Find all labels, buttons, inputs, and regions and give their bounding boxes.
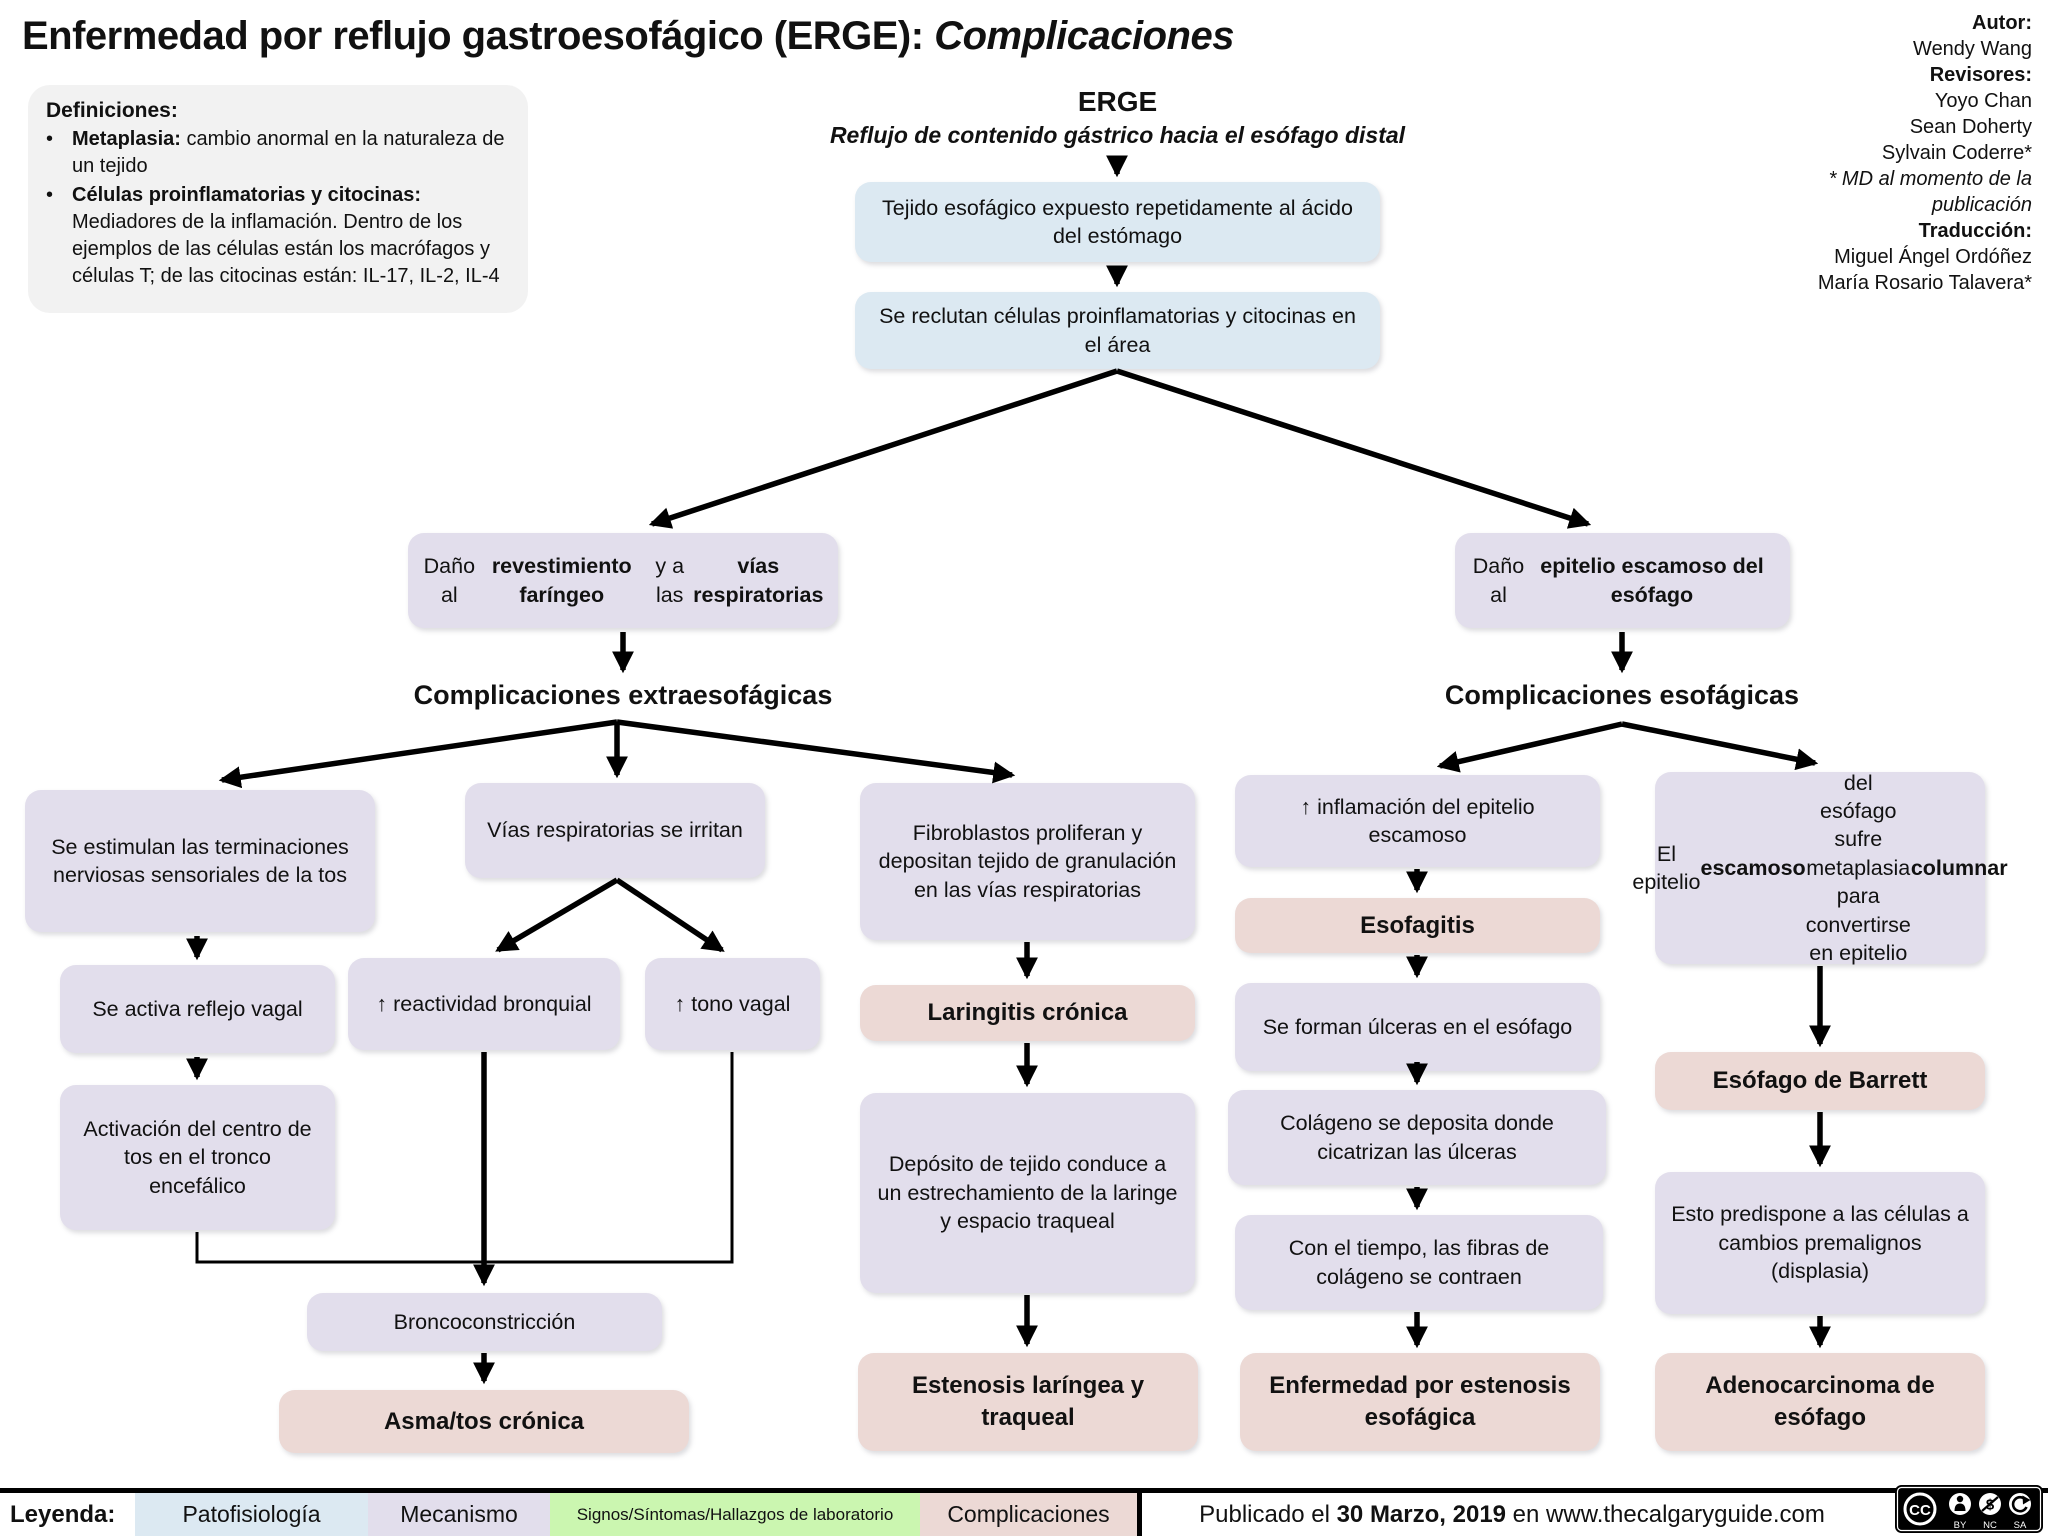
heading-complicaciones-extraesofagicas: Complicaciones extraesofágicas <box>413 680 833 710</box>
definitions-box: Definiciones: • Metaplasia: cambio anorm… <box>28 85 528 313</box>
node-estenosis-esofagica: Enfermedad por estenosis esofágica <box>1240 1353 1600 1451</box>
node-vias-irritan: Vías respiratorias se irritan <box>465 783 765 878</box>
svg-text:NC: NC <box>1983 1520 1997 1531</box>
node-fibroblastos: Fibroblastos proliferan y depositan teji… <box>860 783 1195 940</box>
node-deposito-tejido: Depósito de tejido conduce a un estrecha… <box>860 1093 1195 1293</box>
node-tejido-expuesto: Tejido esofágico expuesto repetidamente … <box>855 182 1380 262</box>
cc-by-nc-sa-badge: CC $ BY NC SA <box>1895 1485 2043 1533</box>
legend-swatch-patofisiologia: Patofisiología <box>135 1493 368 1536</box>
erge-heading: ERGE <box>1077 86 1158 117</box>
node-predispone-displasia: Esto predispone a las células a cambios … <box>1655 1172 1985 1314</box>
node-reclutan-celulas: Se reclutan células proinflamatorias y c… <box>855 292 1380 369</box>
svg-text:SA: SA <box>2014 1520 2027 1531</box>
page-title: Enfermedad por reflujo gastroesofágico (… <box>22 14 1422 59</box>
node-reactividad-bronquial: ↑ reactividad bronquial <box>348 958 620 1050</box>
node-laringitis-cronica: Laringitis crónica <box>860 985 1195 1041</box>
node-broncoconstriccion: Broncoconstricción <box>307 1293 662 1351</box>
node-metaplasia-columnar: El epitelio escamoso del esófago sufre m… <box>1632 770 2008 965</box>
bullet-icon: • <box>46 184 54 206</box>
definition-item: • Células proinflamatorias y citocinas: … <box>46 182 510 290</box>
publication-info: Publicado el 30 Marzo, 2019 en www.theca… <box>1199 1500 1825 1528</box>
page-title-main: Enfermedad por reflujo gastroesofágico (… <box>22 14 935 58</box>
node-ulceras-esofago: Se forman úlceras en el esófago <box>1235 983 1600 1071</box>
definition-text: Células proinflamatorias y citocinas: Me… <box>72 184 500 287</box>
legend-label: Leyenda: <box>10 1500 116 1528</box>
node-esofago-barrett: Esófago de Barrett <box>1655 1052 1985 1110</box>
page-title-italic: Complicaciones <box>934 14 1234 58</box>
definition-text: Metaplasia: cambio anormal en la natural… <box>72 128 505 177</box>
node-fibras-contraen: Con el tiempo, las fibras de colágeno se… <box>1235 1215 1603 1310</box>
node-adenocarcinoma: Adenocarcinoma de esófago <box>1655 1353 1985 1451</box>
legend-swatch-complicaciones: Complicaciones <box>920 1493 1137 1536</box>
node-dano-epitelio: Daño al epitelio escamoso del esófago <box>1455 533 1790 628</box>
cc-logo: CC <box>1909 1502 1931 1519</box>
legend-top-border <box>0 1488 2048 1493</box>
node-tono-vagal: ↑ tono vagal <box>645 958 820 1050</box>
node-colageno-deposita: Colágeno se deposita donde cicatrizan la… <box>1228 1090 1606 1185</box>
node-asma-tos-cronica: Asma/tos crónica <box>279 1390 689 1453</box>
legend-swatch-mecanismo: Mecanismo <box>368 1493 550 1536</box>
node-inflamacion-epitelio: ↑ inflamación del epitelio escamoso <box>1235 775 1600 867</box>
node-estenosis-laringea: Estenosis laríngea y traqueal <box>858 1353 1198 1451</box>
cc-nc-icon: $ <box>1979 1493 2001 1515</box>
node-esofagitis: Esofagitis <box>1235 898 1600 953</box>
heading-complicaciones-esofagicas: Complicaciones esofágicas <box>1444 680 1800 710</box>
node-estimulan-terminaciones: Se estimulan las terminaciones nerviosas… <box>25 790 375 932</box>
node-reflejo-vagal: Se activa reflejo vagal <box>60 965 335 1053</box>
svg-text:BY: BY <box>1954 1520 1967 1531</box>
legend-divider <box>1137 1493 1142 1536</box>
cc-by-icon <box>1949 1493 1971 1515</box>
legend-swatch-signos: Signos/Síntomas/Hallazgos de laboratorio <box>550 1493 920 1536</box>
erge-subtitle: Reflujo de contenido gástrico hacia el e… <box>829 122 1406 148</box>
node-activacion-centro-tos: Activación del centro de tos en el tronc… <box>60 1085 335 1230</box>
definition-item: • Metaplasia: cambio anormal en la natur… <box>46 126 510 180</box>
bullet-icon: • <box>46 128 54 150</box>
cc-sa-icon <box>2009 1493 2031 1515</box>
definitions-heading: Definiciones: <box>46 99 178 122</box>
node-dano-faringeo: Daño al revestimiento faríngeo y a las v… <box>408 533 838 628</box>
